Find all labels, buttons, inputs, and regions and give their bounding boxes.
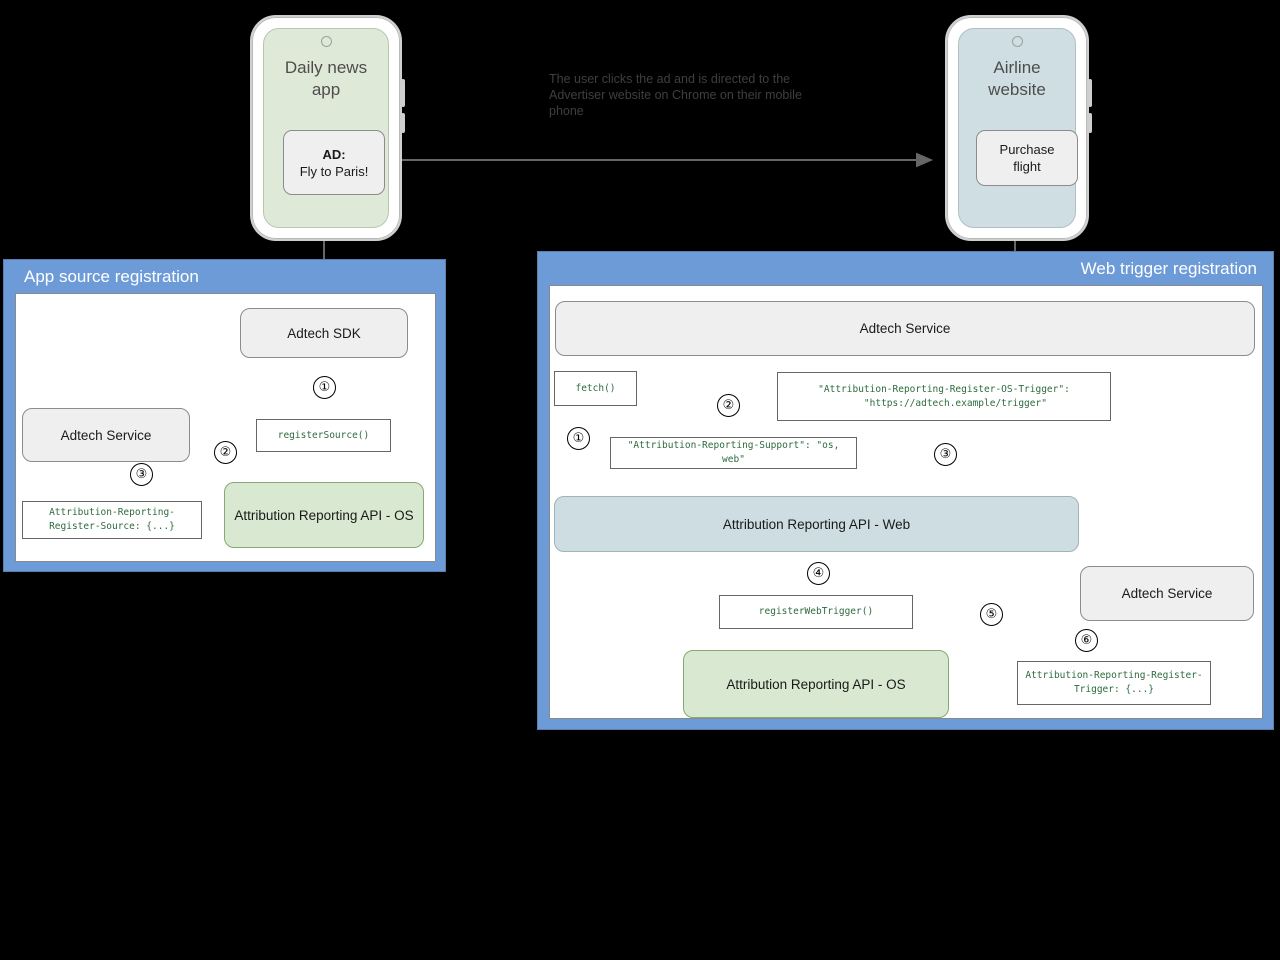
code-register-source-header-text: Attribution-Reporting-Register-Source: {… bbox=[49, 507, 175, 532]
code-fetch: fetch() bbox=[554, 371, 637, 406]
code-support-header-text: "Attribution-Reporting-Support": "os, we… bbox=[627, 440, 840, 465]
code-register-source: registerSource() bbox=[256, 419, 391, 452]
code-register-source-header: Attribution-Reporting-Register-Source: {… bbox=[22, 501, 202, 539]
step-marker-right-3: ③ bbox=[934, 443, 957, 466]
ad-label: AD: bbox=[322, 146, 346, 162]
ad-text: Fly to Paris! bbox=[299, 163, 369, 179]
node-adtech-sdk-label: Adtech SDK bbox=[287, 325, 361, 341]
phone-screen-daily-news: Daily news app AD: Fly to Paris! bbox=[263, 28, 389, 228]
step-marker-left-1: ① bbox=[313, 376, 336, 399]
camera-notch-icon bbox=[320, 36, 332, 47]
phone-side-button-left-bottom bbox=[401, 113, 405, 133]
node-attribution-api-web[interactable]: Attribution Reporting API - Web bbox=[554, 496, 1079, 552]
panel-title-web-trigger-registration: Web trigger registration bbox=[1080, 259, 1257, 278]
code-register-trigger-header-text: Attribution-Reporting-Register-Trigger: … bbox=[1025, 670, 1203, 695]
node-attribution-api-os-right[interactable]: Attribution Reporting API - OS bbox=[683, 650, 949, 718]
step-marker-right-5: ⑤ bbox=[980, 603, 1003, 626]
node-adtech-service-right-top[interactable]: Adtech Service bbox=[555, 301, 1255, 356]
ad-card-fly-to-paris[interactable]: AD: Fly to Paris! bbox=[283, 130, 385, 195]
phone-airline-website: Airline website Purchase flight bbox=[945, 15, 1092, 241]
purchase-flight-line2: flight bbox=[1013, 159, 1041, 174]
phone-screen-airline-website: Airline website Purchase flight bbox=[958, 28, 1078, 228]
node-attribution-api-os-left[interactable]: Attribution Reporting API - OS bbox=[224, 482, 424, 548]
phone-side-button-left-top bbox=[401, 79, 405, 107]
node-adtech-sdk[interactable]: Adtech SDK bbox=[240, 308, 408, 358]
step-marker-right-2: ② bbox=[717, 394, 740, 417]
code-register-trigger-header: Attribution-Reporting-Register-Trigger: … bbox=[1017, 661, 1211, 705]
node-attribution-api-web-label: Attribution Reporting API - Web bbox=[722, 516, 911, 532]
step-marker-right-1: ① bbox=[567, 427, 590, 450]
phone-side-button-right-top bbox=[1088, 79, 1092, 107]
purchase-flight-line1: Purchase bbox=[999, 142, 1055, 157]
node-adtech-service-left[interactable]: Adtech Service bbox=[22, 408, 190, 462]
code-register-web-trigger: registerWebTrigger() bbox=[719, 595, 913, 629]
code-support-header: "Attribution-Reporting-Support": "os, we… bbox=[610, 437, 857, 469]
step-marker-left-3: ③ bbox=[130, 463, 153, 486]
code-os-trigger-header-text: "Attribution-Reporting-Register-OS-Trigg… bbox=[818, 383, 1070, 409]
node-adtech-service-left-label: Adtech Service bbox=[60, 427, 152, 443]
phone-title-airline-website: Airline website bbox=[988, 58, 1046, 99]
camera-notch-icon bbox=[1011, 36, 1023, 47]
step-marker-right-4: ④ bbox=[807, 562, 830, 585]
node-adtech-service-right-bottom-label: Adtech Service bbox=[1121, 586, 1213, 601]
purchase-flight-card[interactable]: Purchase flight bbox=[976, 130, 1078, 186]
step-marker-right-6: ⑥ bbox=[1075, 629, 1098, 652]
flow-caption: The user clicks the ad and is directed t… bbox=[549, 72, 802, 118]
node-attribution-api-os-left-label: Attribution Reporting API - OS bbox=[234, 507, 414, 523]
code-register-source-text: registerSource() bbox=[277, 429, 370, 441]
code-fetch-text: fetch() bbox=[575, 382, 616, 394]
node-adtech-service-right-top-label: Adtech Service bbox=[859, 321, 951, 336]
node-attribution-api-os-right-label: Attribution Reporting API - OS bbox=[726, 676, 906, 692]
phone-title-daily-news: Daily news app bbox=[284, 58, 368, 99]
phone-side-button-right-bottom bbox=[1088, 113, 1092, 133]
phone-daily-news: Daily news app AD: Fly to Paris! bbox=[250, 15, 405, 241]
code-register-web-trigger-text: registerWebTrigger() bbox=[758, 606, 874, 617]
code-os-trigger-header: "Attribution-Reporting-Register-OS-Trigg… bbox=[777, 372, 1111, 421]
node-adtech-service-right-bottom[interactable]: Adtech Service bbox=[1080, 566, 1254, 621]
step-marker-left-2: ② bbox=[214, 441, 237, 464]
panel-title-app-source-registration: App source registration bbox=[24, 267, 199, 286]
